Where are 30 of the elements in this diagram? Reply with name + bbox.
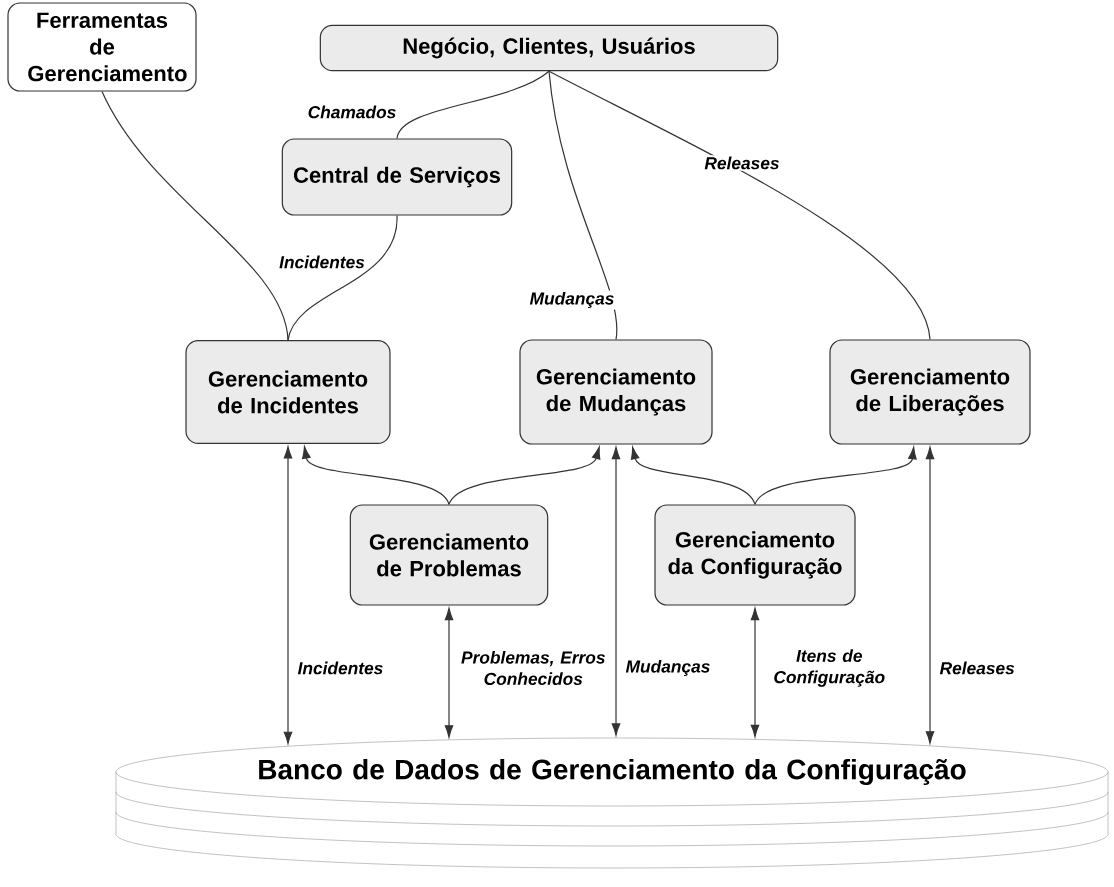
- process-box: Central de Serviços: [281, 138, 513, 216]
- connector: [283, 446, 293, 744]
- process-box: Gerenciamento da Configuração: [654, 504, 856, 606]
- connector: [448, 446, 601, 505]
- process-box: Gerenciamento de Mudanças: [519, 339, 713, 445]
- connector: [548, 70, 618, 340]
- edge-label: Incidentes: [296, 660, 385, 676]
- database-label: Banco de Dados de Gerenciamento da Configuração: [259, 758, 966, 786]
- connector: [925, 446, 935, 744]
- edge-label: Releases: [938, 660, 1017, 676]
- connector: [396, 70, 550, 139]
- connector: [548, 70, 931, 340]
- connector: [754, 446, 917, 505]
- connector: [302, 446, 450, 505]
- connector: [611, 446, 621, 736]
- process-box: Ferramentas de Gerenciamento: [7, 2, 197, 92]
- process-box: Negócio, Clientes, Usuários: [319, 24, 779, 72]
- edge-label: Problemas, Erros Conhecidos: [457, 649, 610, 687]
- edge-label: Incidentes: [277, 254, 367, 270]
- process-box: Gerenciamento de Incidentes: [185, 340, 391, 444]
- connector: [101, 91, 289, 341]
- process-box: Gerenciamento de Liberações: [829, 339, 1031, 445]
- edge-label: Chamados: [306, 104, 398, 120]
- edge-label: Itens de Configuração: [763, 647, 896, 689]
- process-box: Gerenciamento de Problemas: [349, 504, 549, 606]
- connector: [444, 607, 454, 738]
- connector: [630, 446, 756, 505]
- connector: [750, 607, 760, 738]
- edge-label: Releases: [703, 155, 781, 171]
- connector: [287, 215, 398, 341]
